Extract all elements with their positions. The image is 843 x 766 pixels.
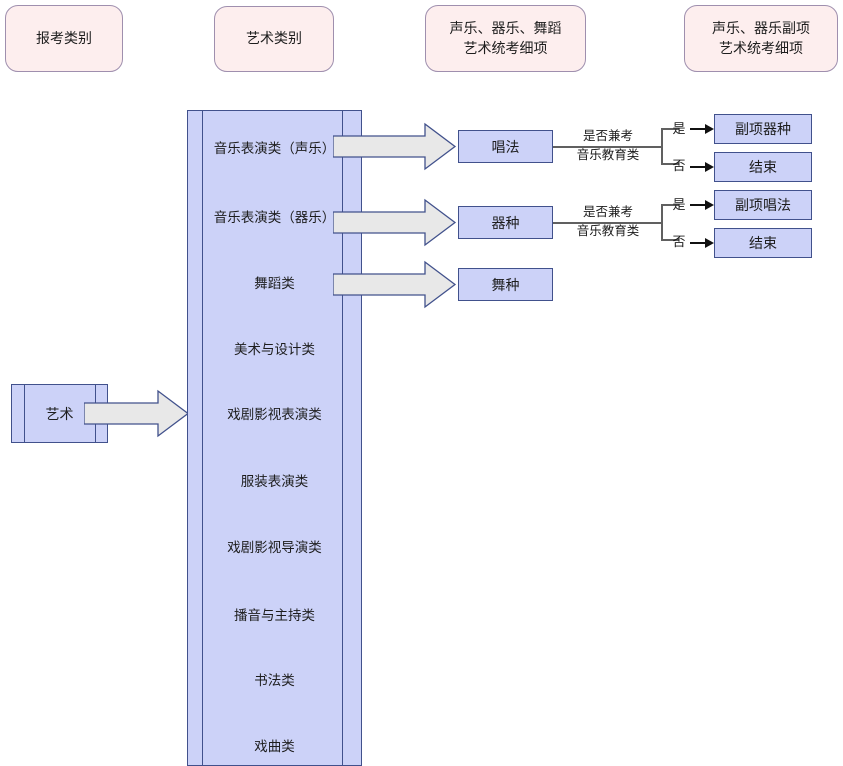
decision2-branch-yes-line [661,204,679,206]
detail-box-singing-method[interactable]: 唱法 [458,130,553,163]
decision2-yes-arrow-head [705,199,714,210]
art-category-item-9[interactable]: 戏曲类 [254,739,295,755]
detail-box-instrument-type[interactable]: 器种 [458,206,553,239]
decision1-no-arrow-shaft [690,166,707,168]
art-category-item-3[interactable]: 美术与设计类 [234,342,315,358]
decision1-yes-arrow-shaft [690,128,707,130]
art-category-item-2[interactable]: 舞蹈类 [254,276,295,292]
column-header-minor-detail: 声乐、器乐副项 艺术统考细项 [684,5,838,72]
art-category-item-7[interactable]: 播音与主持类 [234,608,315,624]
decision1-yes-arrow-head [705,123,714,134]
start-node-label: 艺术 [45,406,74,423]
arrow-vocal-to-singing-method [333,122,457,171]
result-box-end-2[interactable]: 结束 [714,228,812,258]
decision2-yes-arrow-shaft [690,204,707,206]
arrow-dance-to-dance-type [333,260,457,309]
decision2-branch-no-line [661,239,679,241]
art-category-item-0[interactable]: 音乐表演类（声乐） [213,141,336,157]
decision1-no-arrow-head [705,161,714,172]
predef-left-bar [24,385,25,442]
column-left-bar [202,111,203,765]
column-header-art-category: 艺术类别 [214,6,334,72]
decision2-yes-label: 是 [672,198,686,213]
decision2-no-label: 否 [672,235,686,250]
art-category-item-6[interactable]: 戏剧影视导演类 [227,540,322,556]
decision2-question: 是否兼考 音乐教育类 [576,204,640,238]
detail-box-dance-type[interactable]: 舞种 [458,268,553,301]
column-right-bar [342,111,343,765]
result-box-minor-singing[interactable]: 副项唱法 [714,190,812,220]
decision2-no-arrow-head [705,237,714,248]
art-category-item-5[interactable]: 服装表演类 [240,474,309,490]
decision2-stem [553,222,663,224]
arrow-instrument-to-instrument-type [333,198,457,247]
decision1-stem [553,146,663,148]
art-category-item-1[interactable]: 音乐表演类（器乐） [213,210,336,226]
decision1-branch-yes-line [661,128,679,130]
art-category-item-8[interactable]: 书法类 [254,673,295,689]
decision1-bracket-vertical [661,128,663,164]
art-category-item-4[interactable]: 戏剧影视表演类 [227,407,322,423]
decision2-no-arrow-shaft [690,242,707,244]
decision1-yes-label: 是 [672,122,686,137]
result-box-end-1[interactable]: 结束 [714,152,812,182]
decision1-no-label: 否 [672,159,686,174]
decision1-question: 是否兼考 音乐教育类 [576,128,640,162]
column-header-main-detail: 声乐、器乐、舞蹈 艺术统考细项 [425,5,586,72]
result-box-minor-instrument[interactable]: 副项器种 [714,114,812,144]
arrow-start-to-column [84,389,190,438]
column-header-application-category: 报考类别 [5,5,123,72]
decision2-bracket-vertical [661,204,663,240]
decision1-branch-no-line [661,163,679,165]
